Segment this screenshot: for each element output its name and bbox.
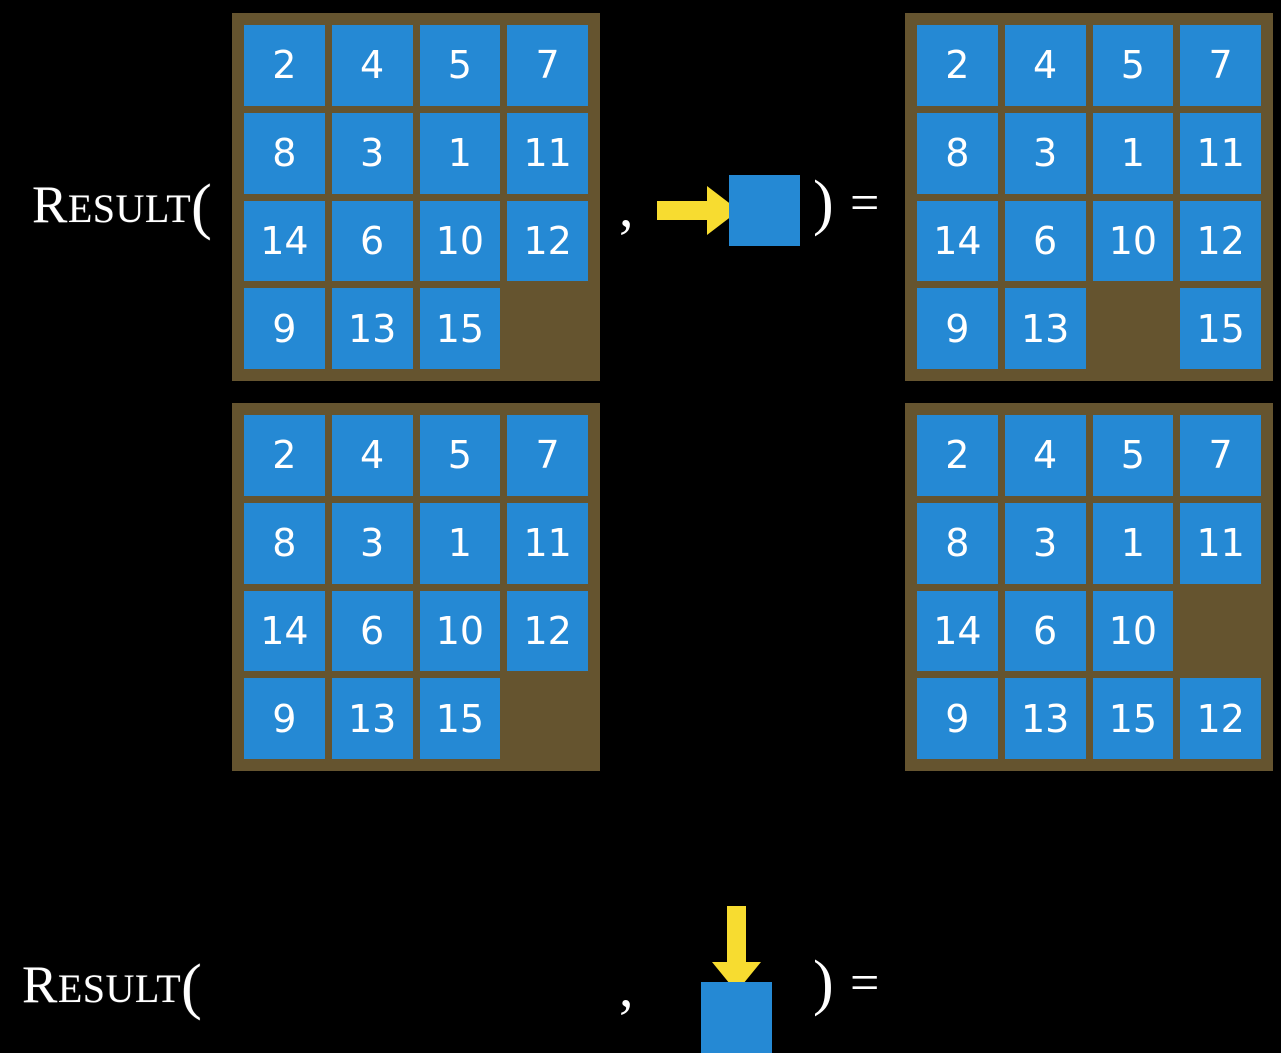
arrow-down-icon <box>712 906 761 992</box>
puzzle-tile[interactable]: 10 <box>419 590 501 672</box>
puzzle-tile[interactable]: 14 <box>244 200 325 282</box>
puzzle-tile[interactable]: 14 <box>917 200 998 282</box>
puzzle-tile[interactable]: 7 <box>507 25 588 106</box>
puzzle-tile[interactable]: 9 <box>917 288 998 369</box>
puzzle-tile[interactable]: 10 <box>419 200 501 282</box>
puzzle-tile[interactable]: 6 <box>1004 200 1086 282</box>
puzzle-tile[interactable]: 10 <box>1092 200 1174 282</box>
puzzle-tile[interactable]: 9 <box>244 288 325 369</box>
puzzle-tile[interactable]: 8 <box>917 502 998 584</box>
puzzle-tile[interactable]: 2 <box>917 25 998 106</box>
close-paren-bottom: ) <box>813 949 834 1017</box>
puzzle-tile[interactable]: 2 <box>244 25 325 106</box>
puzzle-tile[interactable]: 15 <box>419 678 501 759</box>
puzzle-tile[interactable]: 5 <box>1092 415 1174 496</box>
puzzle-tile[interactable]: 8 <box>244 502 325 584</box>
puzzle-tile[interactable]: 4 <box>1004 415 1086 496</box>
arrow-right-icon <box>657 186 739 235</box>
puzzle-tile[interactable]: 11 <box>507 112 588 194</box>
puzzle-blank-cell <box>507 288 588 369</box>
result-label-smallcaps: ESULT <box>67 186 192 231</box>
puzzle-tile[interactable]: 11 <box>507 502 588 584</box>
blank-tile-icon-bottom <box>701 982 772 1053</box>
puzzle-tile[interactable]: 2 <box>917 415 998 496</box>
puzzle-tile[interactable]: 12 <box>1180 678 1261 759</box>
puzzle-tile[interactable]: 1 <box>419 502 501 584</box>
puzzle-tile[interactable]: 7 <box>507 415 588 496</box>
puzzle-tile[interactable]: 3 <box>331 502 413 584</box>
puzzle-tile[interactable]: 3 <box>1004 112 1086 194</box>
puzzle-tile[interactable]: 3 <box>1004 502 1086 584</box>
puzzle-blank-cell <box>1180 591 1261 672</box>
result-function-label-bottom: RESULT( <box>22 951 202 1018</box>
puzzle-tile[interactable]: 3 <box>331 112 413 194</box>
puzzle-tile[interactable]: 8 <box>244 112 325 194</box>
close-paren-top: ) <box>813 169 834 237</box>
equals-sign-top: = <box>850 175 880 232</box>
puzzle-tile[interactable]: 1 <box>419 112 501 194</box>
argument-separator-comma-top: , <box>619 174 634 239</box>
puzzle-tile[interactable]: 12 <box>507 590 588 672</box>
puzzle-tile[interactable]: 9 <box>917 678 998 759</box>
puzzle-tile[interactable]: 9 <box>244 678 325 759</box>
puzzle-tile[interactable]: 13 <box>331 678 413 759</box>
puzzle-tile[interactable]: 8 <box>917 112 998 194</box>
puzzle-tile[interactable]: 12 <box>507 200 588 282</box>
result-label-capital: R <box>22 956 58 1014</box>
open-paren-top: ( <box>191 173 213 241</box>
result-function-label-top: RESULT( <box>32 171 212 238</box>
puzzle-tile[interactable]: 4 <box>1004 25 1086 106</box>
puzzle-tile[interactable]: 11 <box>1180 112 1261 194</box>
puzzle-tile[interactable]: 2 <box>244 415 325 496</box>
blank-tile-icon-top <box>729 175 800 246</box>
puzzle-tile[interactable]: 15 <box>1092 678 1174 759</box>
argument-separator-comma-bottom: , <box>619 954 634 1019</box>
puzzle-tile[interactable]: 15 <box>419 288 501 369</box>
puzzle-tile[interactable]: 1 <box>1092 502 1174 584</box>
puzzle-tile[interactable]: 13 <box>1004 288 1086 369</box>
puzzle-tile[interactable]: 4 <box>331 415 413 496</box>
puzzle-tile[interactable]: 12 <box>1180 200 1261 282</box>
puzzle-tile[interactable]: 6 <box>1004 590 1086 672</box>
puzzle-tile[interactable]: 5 <box>419 415 501 496</box>
puzzle-tile[interactable]: 6 <box>331 590 413 672</box>
puzzle-tile[interactable]: 7 <box>1180 25 1261 106</box>
puzzle-blank-cell <box>507 678 588 759</box>
puzzle-tile[interactable]: 11 <box>1180 502 1261 584</box>
equals-sign-bottom: = <box>850 955 880 1012</box>
puzzle-tile[interactable]: 14 <box>244 590 325 672</box>
puzzle-tile[interactable]: 1 <box>1092 112 1174 194</box>
puzzle-tile[interactable]: 14 <box>917 590 998 672</box>
puzzle-blank-cell <box>1093 288 1174 369</box>
puzzle-tile[interactable]: 6 <box>331 200 413 282</box>
puzzle-tile[interactable]: 15 <box>1180 288 1261 369</box>
result-label-smallcaps: ESULT <box>57 966 182 1011</box>
puzzle-tile[interactable]: 7 <box>1180 415 1261 496</box>
puzzle-tile[interactable]: 5 <box>1092 25 1174 106</box>
puzzle-tile[interactable]: 5 <box>419 25 501 106</box>
puzzle-tile[interactable]: 13 <box>1004 678 1086 759</box>
puzzle-tile[interactable]: 13 <box>331 288 413 369</box>
puzzle-tile[interactable]: 10 <box>1092 590 1174 672</box>
open-paren-bottom: ( <box>181 953 203 1021</box>
result-label-capital: R <box>32 176 68 234</box>
puzzle-tile[interactable]: 4 <box>331 25 413 106</box>
